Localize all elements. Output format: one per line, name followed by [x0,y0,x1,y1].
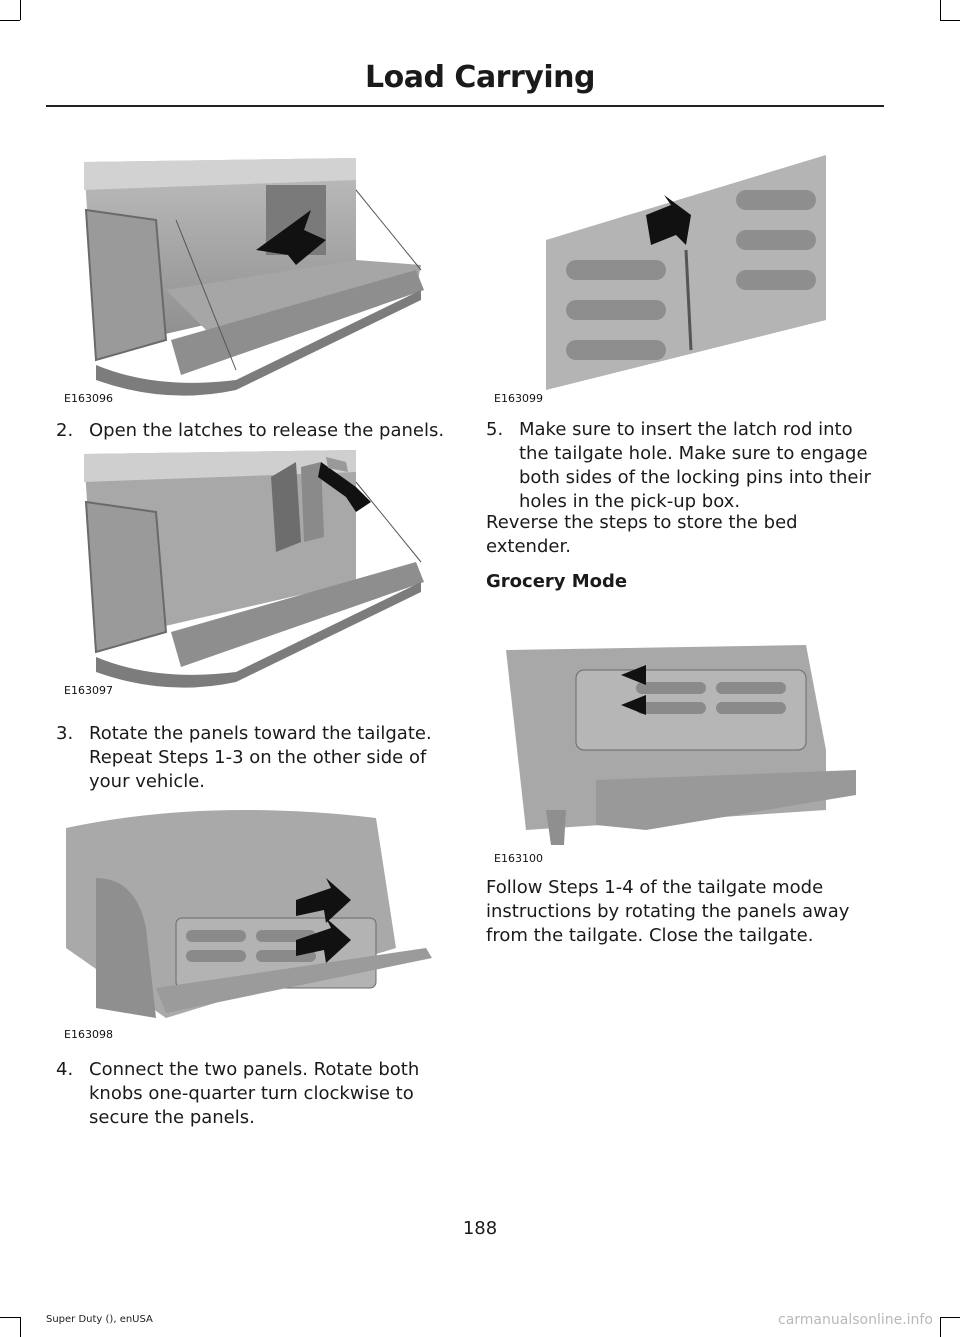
figure-code: E163100 [494,852,543,865]
reverse-instructions: Reverse the steps to store the bed exten… [486,512,798,557]
crop-mark [20,0,21,20]
grocery-mode-heading: Grocery Mode [486,571,628,592]
step-number: 2. [56,420,74,441]
watermark: carmanualsonline.info [778,1312,933,1328]
step-number: 5. [486,419,504,440]
figure-code: E163099 [494,392,543,405]
figure-tailgate-latch: E163096 [56,150,440,408]
crop-mark [940,0,941,20]
step-text: Make sure to insert the latch rod into t… [519,419,871,512]
figure-open-latches: E163097 [56,442,440,700]
crop-mark [0,20,20,21]
figure-grocery-mode: E163100 [486,630,870,868]
step-number: 4. [56,1059,74,1080]
page-number: 188 [462,1218,498,1239]
grocery-mode-instructions: Follow Steps 1-4 of the tailgate mode in… [486,877,850,946]
step-text: Rotate the panels toward the tailgate. R… [89,723,432,792]
figure-latch-rod: E163099 [486,150,870,408]
step-text: Open the latches to release the panels. [89,420,445,441]
crop-mark [940,1317,941,1337]
figure-code: E163097 [64,684,113,697]
page-title: Load Carrying [365,60,595,95]
figure-code: E163098 [64,1028,113,1041]
figure-rotate-panels: E163098 [56,808,440,1044]
crop-mark [940,20,960,21]
step-number: 3. [56,723,74,744]
footer-text: Super Duty (), enUSA [46,1314,153,1325]
header-divider [46,105,884,107]
crop-mark [0,1317,20,1318]
crop-mark [20,1317,21,1337]
figure-code: E163096 [64,392,113,405]
step-text: Connect the two panels. Rotate both knob… [89,1059,420,1128]
crop-mark [940,1317,960,1318]
